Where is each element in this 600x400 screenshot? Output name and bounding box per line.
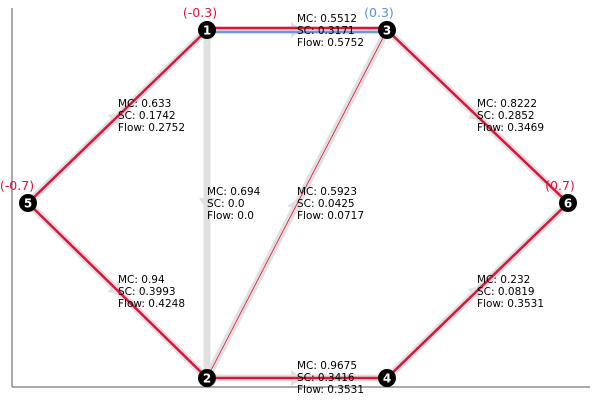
edge-e5-2-mc-label: MC: 0.94 (118, 274, 165, 286)
path-segment-5-2 (27, 202, 208, 379)
node-6-circle (559, 194, 577, 212)
node-1-supply-label: (-0.3) (183, 5, 217, 20)
node-5-label: 5 (24, 197, 32, 211)
edge-e5-1-sc-label: SC: 0.1742 (118, 110, 176, 122)
path-layer (27, 26, 569, 380)
node-4-circle (378, 369, 396, 387)
node-2-label: 2 (203, 372, 211, 386)
flow-arrowhead-e1-3 (291, 22, 303, 38)
edge-e1-2-flow-label: Flow: 0.0 (207, 210, 254, 222)
node-layer: 1 (-0.3) 2 3 (0.3) 4 5 (-0.7) 6 (0.7) (0, 5, 577, 387)
node-2: 2 (198, 369, 216, 387)
edge-e1-3-sc-label: SC: 0.3171 (297, 25, 355, 37)
edge-e2-3-flow-label: Flow: 0.0717 (297, 210, 364, 222)
node-3-supply-label: (0.3) (364, 5, 394, 20)
path-segment-3-6 (386, 29, 569, 204)
edge-e5-2-flow-label: Flow: 0.4248 (118, 298, 185, 310)
node-3-circle (378, 21, 396, 39)
path-segment-2-3 (206, 29, 388, 379)
node-4: 4 (378, 369, 396, 387)
node-1-circle (198, 21, 216, 39)
path-segment-5-1 (27, 29, 208, 204)
edge-e2-4-flow-label: Flow: 0.3531 (297, 384, 364, 396)
node-4-label: 4 (383, 372, 391, 386)
edge-e5-2-sc-label: SC: 0.3993 (118, 286, 176, 298)
edge-e5-1-mc-label: MC: 0.633 (118, 98, 171, 110)
node-5-supply-label: (-0.7) (0, 178, 34, 193)
path-segment-4-6 (386, 202, 569, 379)
edge-e2-4-mc-label: MC: 0.9675 (297, 360, 357, 372)
edge-e2-4-sc-label: SC: 0.3416 (297, 372, 355, 384)
node-5: 5 (19, 194, 37, 212)
edge-e2-3-sc-label: SC: 0.0425 (297, 198, 355, 210)
node-5-circle (19, 194, 37, 212)
edge-e1-3-flow-label: Flow: 0.5752 (297, 37, 364, 49)
edge-e5-1-flow-label: Flow: 0.2752 (118, 122, 185, 134)
edge-e3-6-mc-label: MC: 0.8222 (477, 98, 537, 110)
node-6-supply-label: (0.7) (545, 178, 575, 193)
edge-e4-6-sc-label: SC: 0.0819 (477, 286, 535, 298)
node-1-label: 1 (203, 24, 211, 38)
node-1: 1 (198, 21, 216, 39)
node-3-label: 3 (383, 24, 391, 38)
edge-e1-3-mc-label: MC: 0.5512 (297, 13, 357, 25)
node-6: 6 (559, 194, 577, 212)
edge-e3-6-sc-label: SC: 0.2852 (477, 110, 535, 122)
edge-e1-2-sc-label: SC: 0.0 (207, 198, 245, 210)
edge-e4-6-flow-label: Flow: 0.3531 (477, 298, 544, 310)
edge-e2-3-mc-label: MC: 0.5923 (297, 186, 357, 198)
edge-e1-2-mc-label: MC: 0.694 (207, 186, 261, 198)
edge-e4-6-mc-label: MC: 0.232 (477, 274, 530, 286)
edge-e3-6-flow-label: Flow: 0.3469 (477, 122, 544, 134)
flow-arrowhead-e1-2 (199, 198, 215, 210)
node-3: 3 (378, 21, 396, 39)
node-2-circle (198, 369, 216, 387)
node-6-label: 6 (564, 197, 572, 211)
